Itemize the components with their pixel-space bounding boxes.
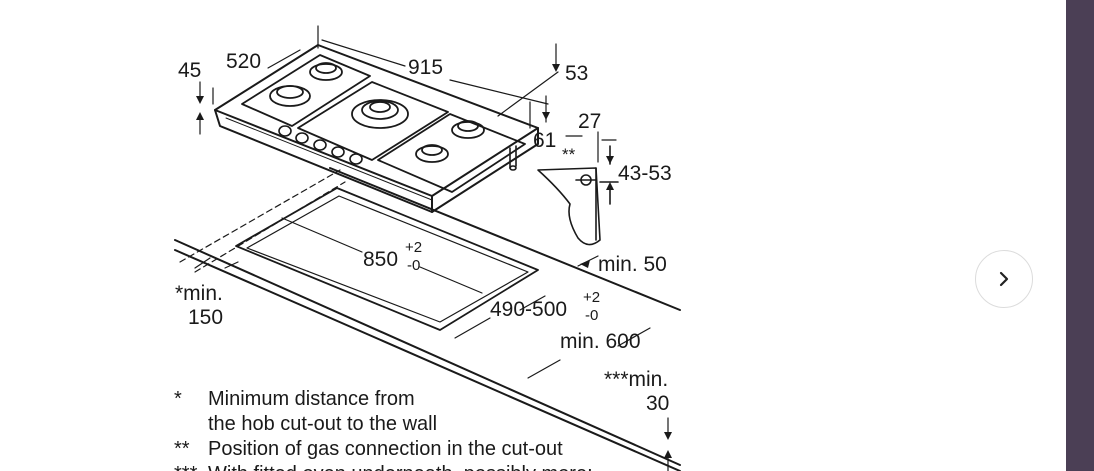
footnote-marker: * (174, 388, 182, 410)
footnote-text: the hob cut-out to the wall (208, 413, 437, 435)
dim-53: 53 (565, 62, 588, 85)
dim-oven-min: ***min. (604, 368, 668, 391)
dim-850-tolerance-plus: +2 (405, 239, 422, 256)
footnote-marker: *** (174, 463, 198, 471)
dim-43-53: 43-53 (618, 162, 672, 185)
dim-min-50: min. 50 (598, 253, 667, 276)
section-detail (537, 145, 619, 246)
dimension-arrowheads (196, 64, 672, 458)
dim-150: 150 (188, 306, 223, 329)
dim-30: 30 (646, 392, 669, 415)
dimension-labels: 45 520 915 53 27 61 ** 43-53 850 +2 -0 m… (175, 50, 672, 415)
footnote-text: Position of gas connection in the cut-ou… (208, 438, 563, 460)
installation-diagram-drawing: 45 520 915 53 27 61 ** 43-53 850 +2 -0 m… (174, 25, 681, 471)
dim-915: 915 (408, 56, 443, 79)
side-panel (1066, 0, 1094, 471)
dim-520: 520 (226, 50, 261, 73)
hob-cut-out (235, 187, 539, 331)
dim-wall-min: *min. (175, 282, 223, 305)
hob-dimension-lines (199, 25, 617, 163)
countertop (174, 167, 681, 471)
footnote-marker: ** (174, 438, 190, 460)
gas-connector (509, 145, 517, 171)
footnotes: * Minimum distance from the hob cut-out … (174, 388, 593, 471)
cutout-dimension-lines (194, 217, 669, 471)
chevron-right-icon (999, 271, 1009, 287)
dim-min-600: min. 600 (560, 330, 641, 353)
footnote-text: Minimum distance from (208, 388, 415, 410)
hob-grates (241, 54, 526, 193)
carousel-next-button[interactable] (975, 250, 1033, 308)
dim-61: 61 (533, 129, 556, 152)
dim-850: 850 (363, 248, 398, 271)
dim-490-500: 490-500 (490, 298, 567, 321)
hob-burners (269, 62, 485, 163)
dim-490-tolerance-minus: -0 (585, 307, 598, 324)
dim-490-tolerance-plus: +2 (583, 289, 600, 306)
hob (214, 44, 539, 213)
dim-850-tolerance-minus: -0 (407, 257, 420, 274)
dim-gas-marker: ** (562, 145, 576, 164)
dim-45: 45 (178, 59, 201, 82)
installation-diagram: 45 520 915 53 27 61 ** 43-53 850 +2 -0 m… (174, 25, 681, 471)
dim-27: 27 (578, 110, 601, 133)
footnote-text: With fitted oven underneath, possibly mo… (208, 463, 593, 471)
hob-knobs (278, 125, 363, 165)
